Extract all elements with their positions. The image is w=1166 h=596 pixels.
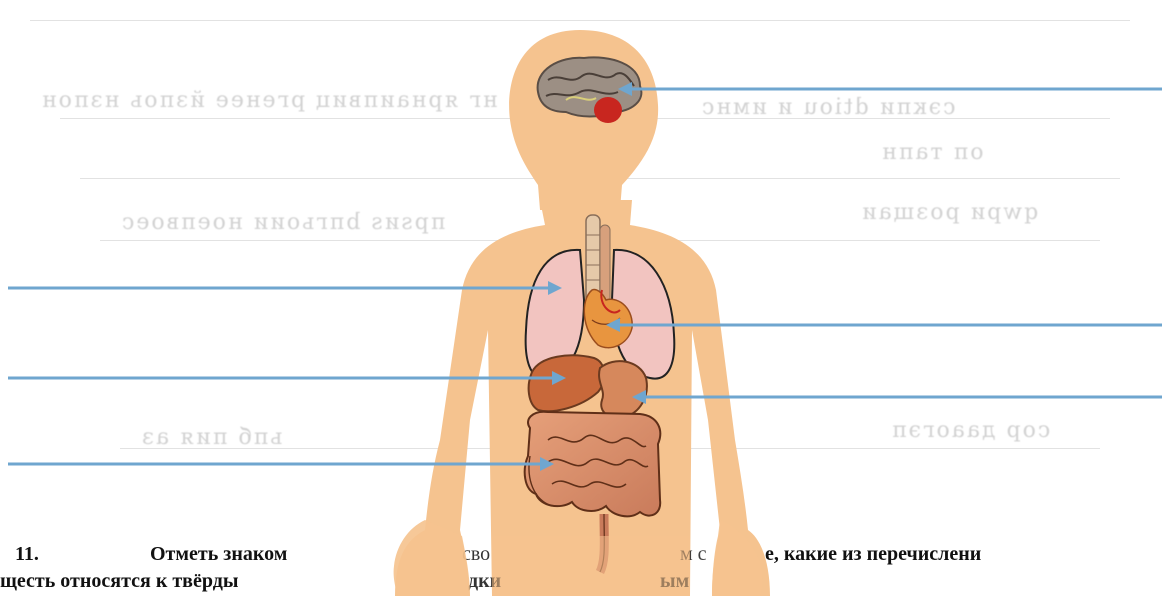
task-number: 11. — [15, 543, 39, 566]
pointer-intestines — [8, 457, 554, 471]
task-text-line1-part1: Отметь знаком — [150, 543, 287, 566]
task-text-line2-part3: ым — [660, 570, 689, 593]
task-text-line1-part3: м с — [680, 543, 707, 566]
pointer-brain — [618, 82, 1162, 96]
task-text-line2-part2: дки — [468, 570, 501, 593]
pointer-liver — [8, 371, 566, 385]
task-text-line2-part1: щесть относятся к твёрды — [0, 570, 238, 593]
task-text-line1-part2: сво — [462, 543, 490, 566]
task-text-line1-part4: е, какие из перечислени — [765, 543, 981, 566]
